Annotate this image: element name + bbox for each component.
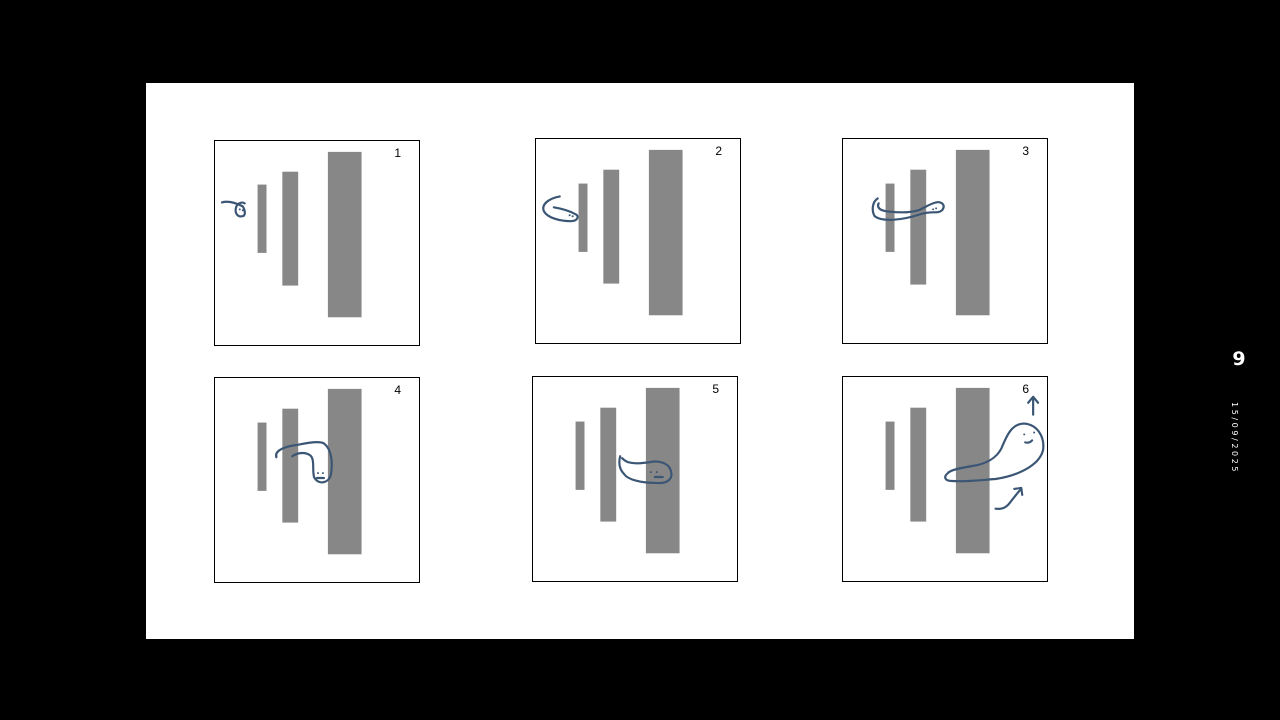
barrier-large [955, 149, 990, 316]
creature-drawing [944, 422, 1045, 483]
barrier-small [257, 184, 267, 253]
creature-drawing [871, 197, 945, 221]
arrow-curved-icon [994, 486, 1024, 510]
barrier-medium [603, 169, 620, 284]
panel-5-illustration [575, 387, 680, 554]
panel-4-illustration [257, 388, 362, 555]
slide-date: 15/09/2025 [1230, 402, 1239, 475]
slide-indicator: 9 15/09/2025 [1214, 340, 1264, 500]
arrow-up-icon [1027, 395, 1040, 416]
panel-3: 3 [842, 138, 1048, 344]
barrier-large [327, 151, 362, 318]
barrier-large [327, 388, 362, 555]
barrier-small [885, 183, 895, 252]
barrier-medium [282, 171, 299, 286]
barrier-medium [600, 407, 617, 522]
panel-6: 6 [842, 376, 1048, 582]
panel-number: 3 [1022, 144, 1029, 158]
panel-number: 2 [715, 144, 722, 158]
panel-number: 6 [1022, 382, 1029, 396]
barrier-large [645, 387, 680, 554]
barrier-small [578, 183, 588, 252]
barrier-medium [910, 407, 927, 522]
panel-3-illustration [871, 149, 990, 316]
panel-number: 4 [394, 383, 401, 397]
panel-number: 1 [394, 146, 401, 160]
barrier-large [955, 387, 990, 554]
panel-5: 5 [532, 376, 738, 582]
slide: 1 2 [146, 83, 1134, 639]
creature-drawing [618, 455, 673, 485]
panel-2-illustration [542, 149, 683, 316]
panel-6-illustration [885, 387, 1045, 554]
creature-drawing [220, 200, 246, 218]
barrier-small [575, 421, 585, 490]
barrier-medium [910, 169, 927, 285]
barrier-small [885, 421, 895, 490]
panel-4: 4 [214, 377, 420, 583]
creature-drawing [275, 441, 333, 484]
panel-1: 1 [214, 140, 420, 346]
panel-1-illustration [220, 151, 362, 318]
panel-2: 2 [535, 138, 741, 344]
barrier-large [648, 149, 683, 316]
page-number: 9 [1232, 348, 1246, 370]
barrier-small [257, 422, 267, 491]
panel-number: 5 [712, 382, 719, 396]
barrier-medium [282, 408, 299, 523]
creature-drawing [542, 195, 579, 223]
